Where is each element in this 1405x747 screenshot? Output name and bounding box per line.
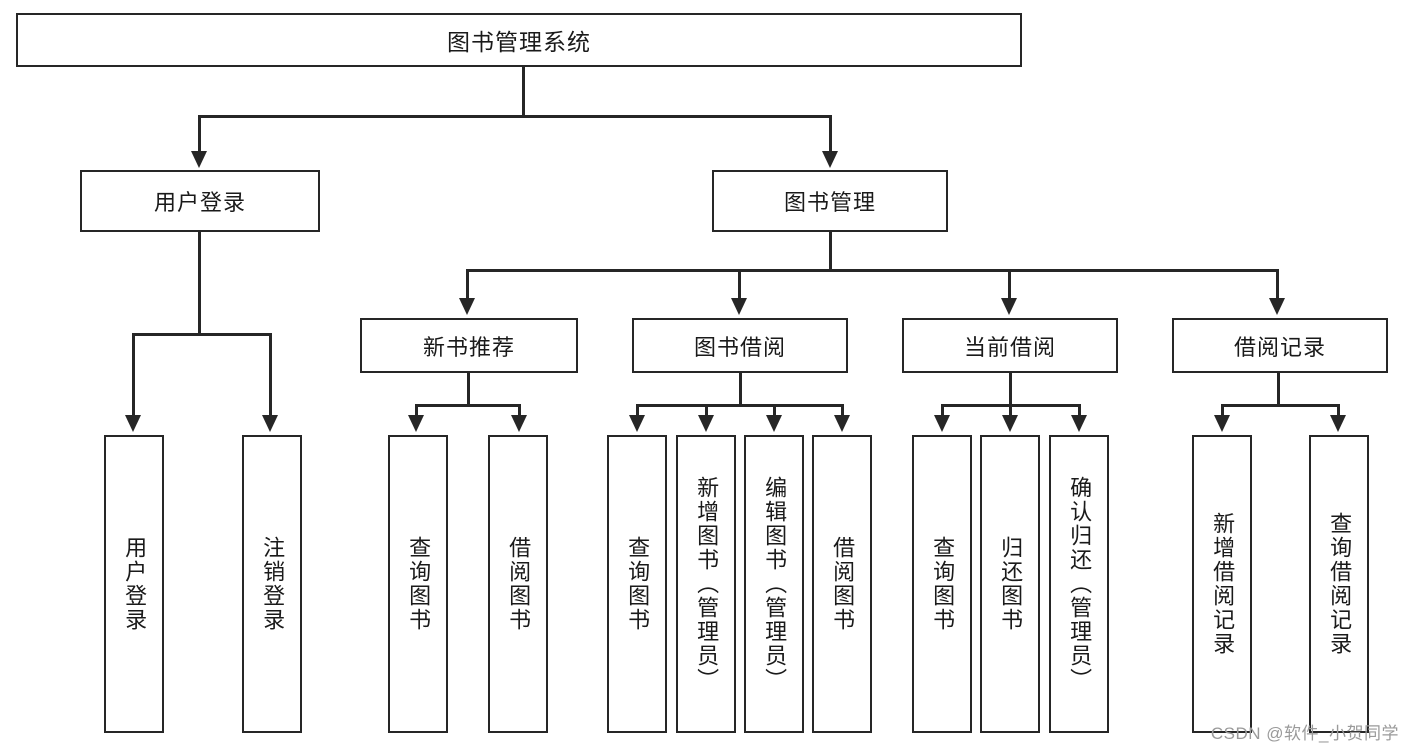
connector-borrow-record-bus xyxy=(1221,404,1339,407)
node-label: 图书借阅 xyxy=(693,334,786,360)
arrowhead-book-borrow-leaf-4 xyxy=(834,415,850,432)
arrowhead-book-borrow-leaf-2 xyxy=(698,415,714,432)
connector-book-borrow-leaf-3 xyxy=(773,404,776,418)
connector-borrow-record-stem xyxy=(1277,373,1280,407)
node-book-management[interactable]: 图书管理 xyxy=(712,170,948,232)
node-root-library-management-system[interactable]: 图书管理系统 xyxy=(16,13,1022,67)
node-user-login[interactable]: 用户登录 xyxy=(80,170,320,232)
arrowhead-to-book-borrow xyxy=(731,298,747,315)
node-label: 注销登录 xyxy=(260,536,286,632)
leaf-user-login-login[interactable]: 用户登录 xyxy=(104,435,164,733)
node-label: 查询图书 xyxy=(625,536,651,632)
leaf-book-borrow-query-book[interactable]: 查询图书 xyxy=(607,435,667,733)
node-label: 新增借阅记录 xyxy=(1210,512,1236,656)
node-label: 新书推荐 xyxy=(422,334,515,360)
connector-new-book-recommend-bus xyxy=(415,404,521,407)
connector-book-borrow-leaf-2 xyxy=(705,404,708,418)
connector-root-to-user-login xyxy=(198,115,201,151)
leaf-current-borrow-confirm-return-admin[interactable]: 确认归还（管理员） xyxy=(1049,435,1109,733)
node-label: 新增图书（管理员） xyxy=(694,476,720,692)
node-label: 用户登录 xyxy=(153,190,246,215)
node-new-book-recommend[interactable]: 新书推荐 xyxy=(360,318,578,373)
node-label: 借阅图书 xyxy=(830,536,856,632)
csdn-watermark: CSDN @软件_小贺同学 xyxy=(1210,724,1399,743)
arrowhead-current-borrow-leaf-2 xyxy=(1002,415,1018,432)
arrowhead-new-book-recommend-leaf-2 xyxy=(511,415,527,432)
arrowhead-current-borrow-leaf-3 xyxy=(1071,415,1087,432)
arrowhead-to-borrow-record xyxy=(1269,298,1285,315)
arrowhead-book-borrow-leaf-3 xyxy=(766,415,782,432)
node-label: 查询图书 xyxy=(930,536,956,632)
connector-to-new-book-recommend xyxy=(466,269,469,301)
node-book-borrow[interactable]: 图书借阅 xyxy=(632,318,848,373)
connector-root-bus xyxy=(198,115,832,118)
leaf-borrow-record-query-record[interactable]: 查询借阅记录 xyxy=(1309,435,1369,733)
leaf-book-borrow-borrow-book[interactable]: 借阅图书 xyxy=(812,435,872,733)
node-label: 借阅图书 xyxy=(506,536,532,632)
connector-current-borrow-stem xyxy=(1009,373,1012,407)
connector-current-borrow-leaf-1 xyxy=(941,404,944,418)
arrowhead-borrow-record-leaf-1 xyxy=(1214,415,1230,432)
arrowhead-to-new-book-recommend xyxy=(459,298,475,315)
connector-root-stem xyxy=(522,67,525,117)
node-label: 确认归还（管理员） xyxy=(1067,476,1093,692)
node-label: 图书管理 xyxy=(783,190,876,215)
leaf-new-book-recommend-borrow-book[interactable]: 借阅图书 xyxy=(488,435,548,733)
connector-new-book-recommend-leaf-1 xyxy=(415,404,418,418)
node-label: 归还图书 xyxy=(998,536,1024,632)
connector-new-book-recommend-leaf-2 xyxy=(518,404,521,418)
connector-current-borrow-leaf-2 xyxy=(1009,404,1012,418)
node-label: 用户登录 xyxy=(122,536,148,632)
connector-root-to-book-management xyxy=(829,115,832,151)
arrowhead-new-book-recommend-leaf-1 xyxy=(408,415,424,432)
leaf-current-borrow-query-book[interactable]: 查询图书 xyxy=(912,435,972,733)
connector-book-borrow-stem xyxy=(739,373,742,407)
leaf-new-book-recommend-query-book[interactable]: 查询图书 xyxy=(388,435,448,733)
leaf-book-borrow-add-book-admin[interactable]: 新增图书（管理员） xyxy=(676,435,736,733)
connector-user-login-stem xyxy=(198,232,201,336)
connector-borrow-record-leaf-2 xyxy=(1337,404,1340,418)
connector-user-login-to-leaf-2 xyxy=(269,333,272,418)
connector-borrow-record-leaf-1 xyxy=(1221,404,1224,418)
node-label: 查询图书 xyxy=(406,536,432,632)
arrowhead-to-current-borrow xyxy=(1001,298,1017,315)
node-current-borrow[interactable]: 当前借阅 xyxy=(902,318,1118,373)
node-label: 查询借阅记录 xyxy=(1327,512,1353,656)
connector-current-borrow-leaf-3 xyxy=(1078,404,1081,418)
arrowhead-user-login-leaf-2 xyxy=(262,415,278,432)
node-label: 借阅记录 xyxy=(1233,334,1326,360)
connector-new-book-recommend-stem xyxy=(467,373,470,407)
node-label: 编辑图书（管理员） xyxy=(762,476,788,692)
node-borrow-record[interactable]: 借阅记录 xyxy=(1172,318,1388,373)
connector-to-current-borrow xyxy=(1008,269,1011,301)
arrowhead-current-borrow-leaf-1 xyxy=(934,415,950,432)
connector-user-login-to-leaf-1 xyxy=(132,333,135,418)
arrowhead-to-user-login xyxy=(191,151,207,168)
connector-book-borrow-bus xyxy=(636,404,844,407)
arrowhead-to-book-management xyxy=(822,151,838,168)
leaf-book-borrow-edit-book-admin[interactable]: 编辑图书（管理员） xyxy=(744,435,804,733)
node-label: 当前借阅 xyxy=(963,334,1056,360)
connector-to-borrow-record xyxy=(1276,269,1279,301)
connector-user-login-bus xyxy=(132,333,272,336)
leaf-current-borrow-return-book[interactable]: 归还图书 xyxy=(980,435,1040,733)
connector-book-borrow-leaf-1 xyxy=(636,404,639,418)
node-label: 图书管理系统 xyxy=(447,29,591,55)
arrowhead-book-borrow-leaf-1 xyxy=(629,415,645,432)
connector-book-management-bus xyxy=(466,269,1278,272)
leaf-borrow-record-add-record[interactable]: 新增借阅记录 xyxy=(1192,435,1252,733)
connector-to-book-borrow xyxy=(738,269,741,301)
arrowhead-borrow-record-leaf-2 xyxy=(1330,415,1346,432)
connector-book-management-stem xyxy=(829,232,832,272)
leaf-user-login-logout[interactable]: 注销登录 xyxy=(242,435,302,733)
connector-book-borrow-leaf-4 xyxy=(841,404,844,418)
arrowhead-user-login-leaf-1 xyxy=(125,415,141,432)
